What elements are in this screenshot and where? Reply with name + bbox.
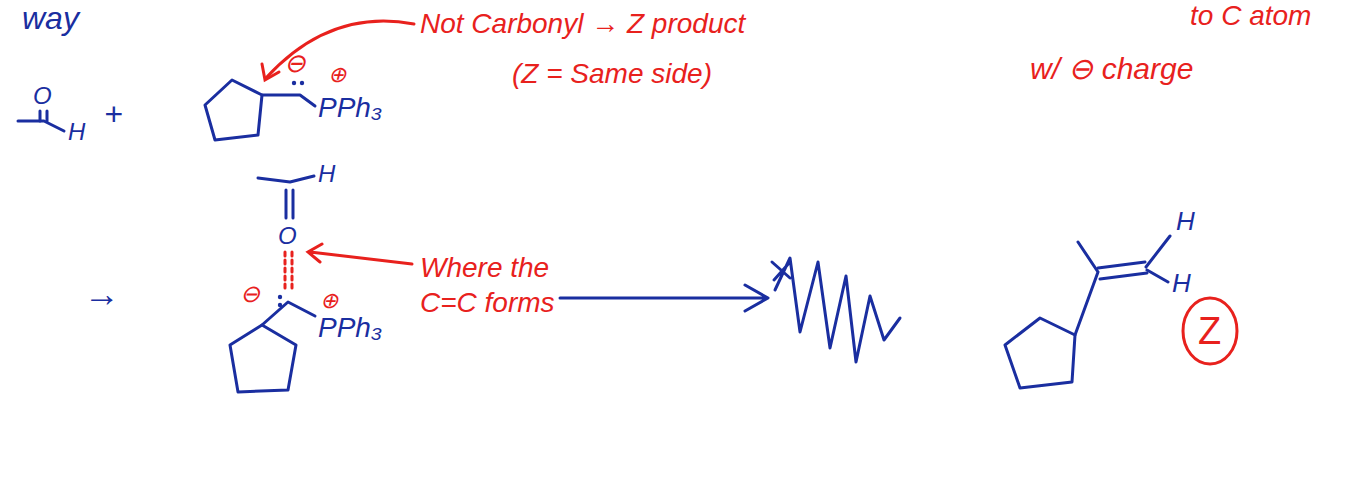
atom-label: H: [318, 162, 335, 186]
crossed-out-scribble: [772, 258, 900, 362]
reaction-arrow-symbol: →: [84, 276, 120, 312]
cyclopentane-ring: [230, 325, 296, 392]
hydrogen-bonds: [1146, 236, 1170, 282]
atom-label: PPh₃: [318, 94, 382, 122]
cyclopentane-ring: [205, 80, 262, 140]
double-bond: [1098, 262, 1147, 279]
atom-label: O: [278, 224, 297, 248]
note-text: Not Carbonyl → Z product: [420, 10, 745, 38]
atom-label: O: [33, 84, 52, 108]
atom-label: H: [1176, 208, 1195, 234]
circle-mark: [1183, 298, 1237, 364]
alkene-bonds: [1075, 242, 1098, 335]
charge-label: ⊖: [240, 282, 260, 306]
charge-label: ⊕: [328, 64, 346, 86]
atom-label: H: [1172, 270, 1191, 296]
note-text: to C atom: [1190, 2, 1311, 30]
ylide-bonds: [262, 95, 315, 106]
pointer-arrow: [308, 244, 412, 264]
note-text: way: [22, 2, 79, 34]
note-text: w/ ⊖ charge: [1030, 54, 1193, 84]
reaction-arrow: [560, 285, 768, 311]
plus-sign: +: [104, 98, 123, 130]
lone-pairs: [278, 81, 304, 307]
aldehyde-skeleton: [258, 176, 314, 182]
atom-label: H: [68, 120, 85, 144]
note-text: Where the C=C forms: [420, 250, 595, 320]
ylide-bonds: [262, 302, 315, 325]
atom-label: PPh₃: [318, 314, 382, 342]
double-bond: [286, 190, 293, 218]
cyclopentane-ring: [1005, 318, 1075, 388]
double-bond: [40, 111, 47, 121]
arrow-head: [262, 64, 279, 80]
stereo-label: Z: [1198, 312, 1221, 350]
aldehyde-skeleton: [18, 121, 64, 131]
note-text: (Z = Same side): [512, 60, 712, 88]
charge-label: ⊖: [284, 50, 306, 76]
forming-bond: [285, 252, 292, 290]
charge-label: ⊕: [320, 290, 338, 312]
